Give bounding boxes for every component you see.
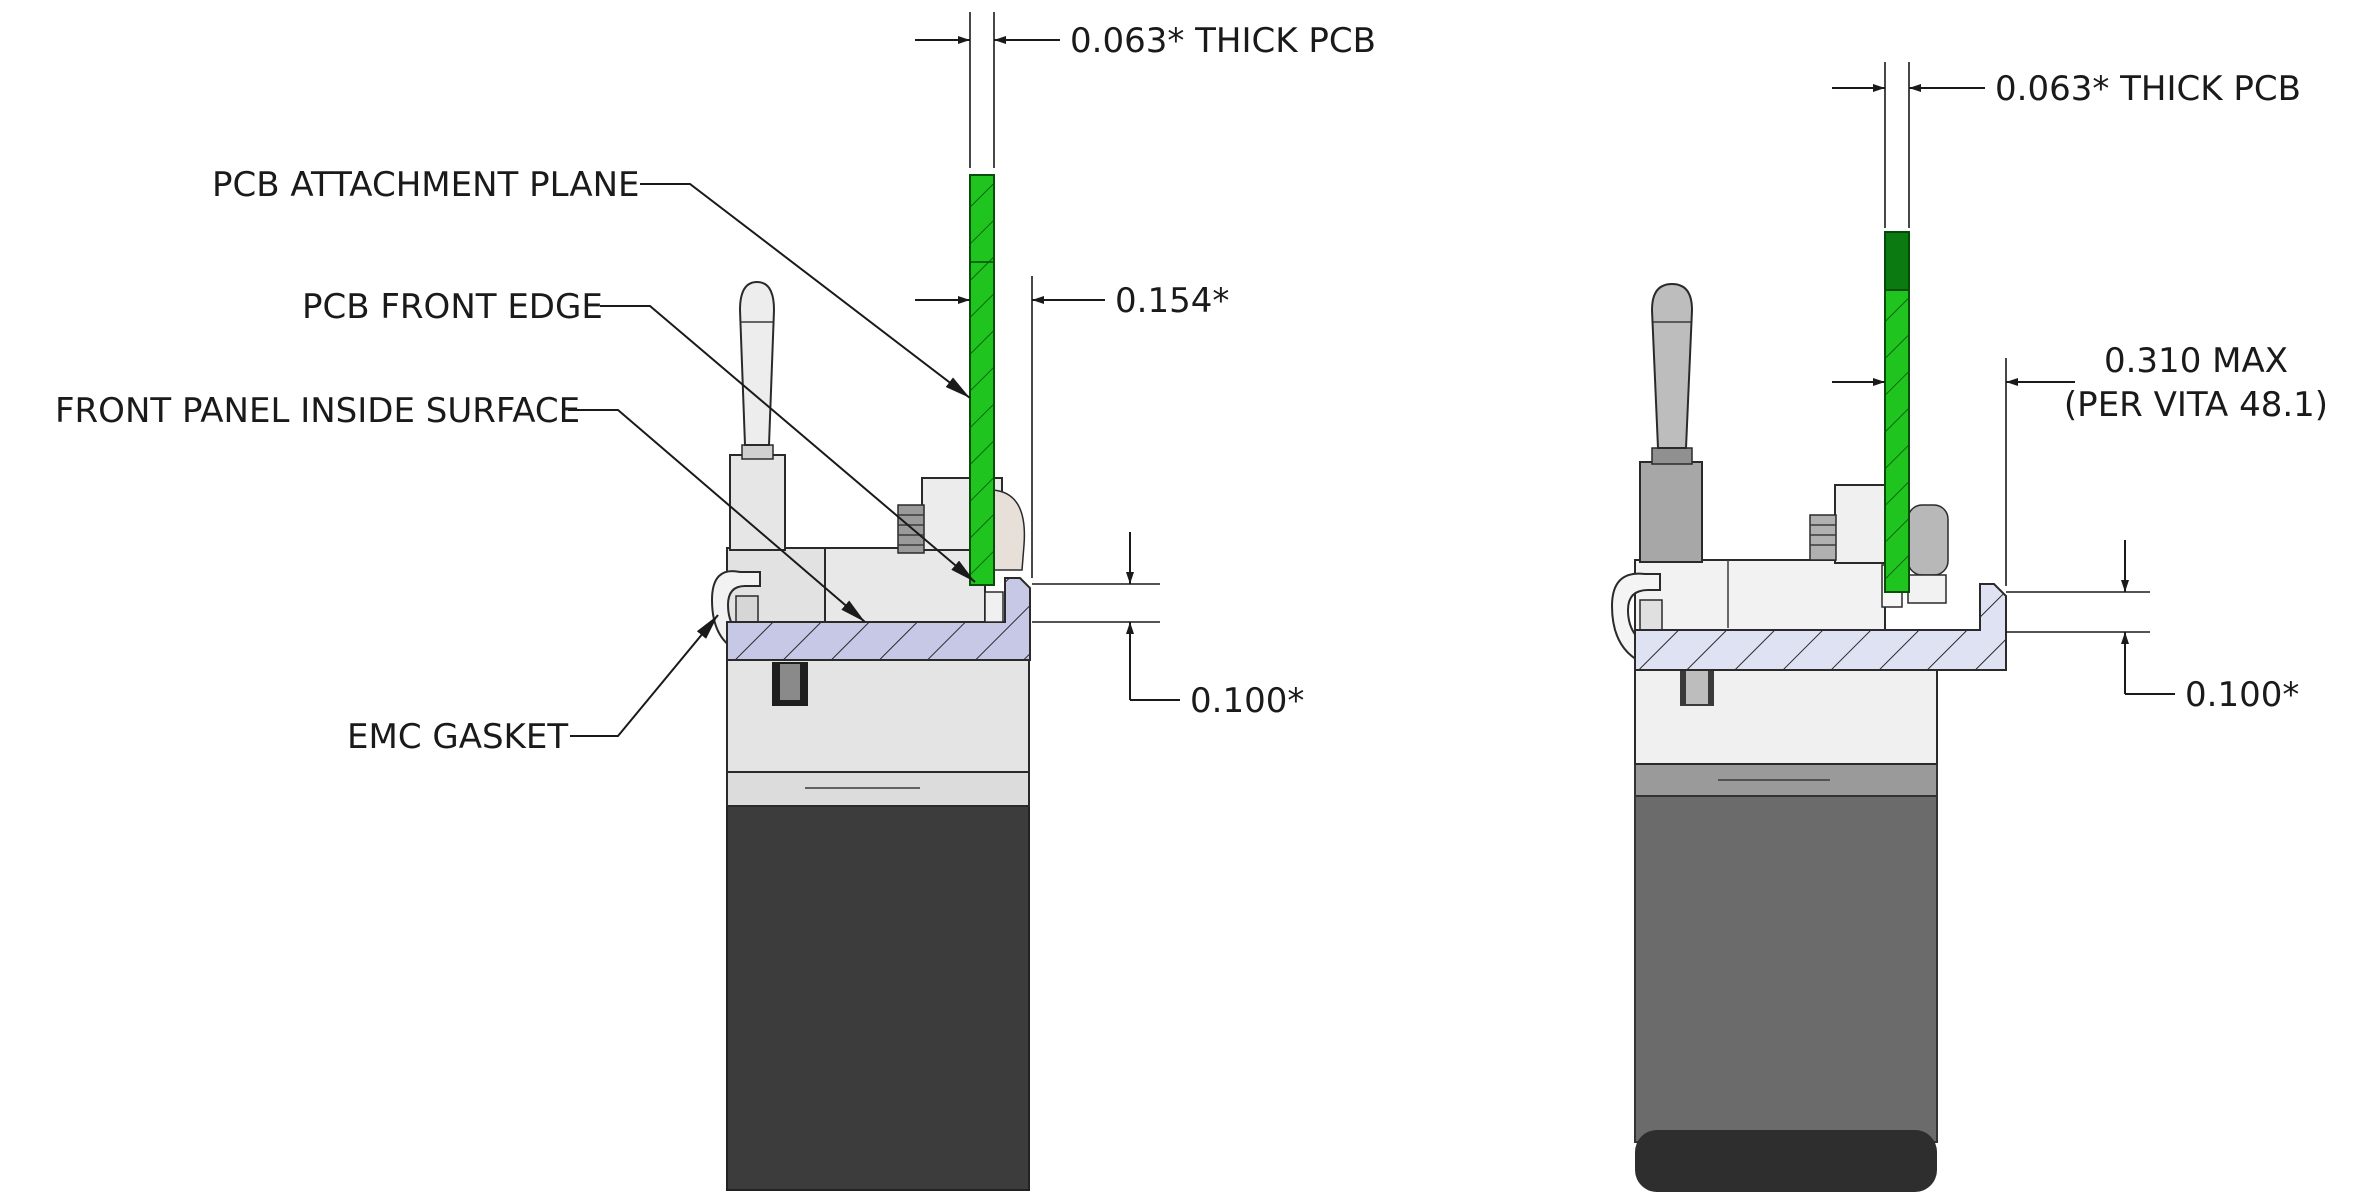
- right-dim-max-line2: (PER VITA 48.1): [2064, 385, 2328, 425]
- right-handle-foot: [1635, 1130, 1937, 1192]
- right-guide-pin: [1650, 282, 1694, 449]
- left-label-panel-inside: FRONT PANEL INSIDE SURFACE: [55, 391, 580, 431]
- left-view-dimensions: 0.063* THICK PCB 0.154* PCB ATTACHMENT P…: [55, 12, 1376, 757]
- right-view-dimensions: 0.063* THICK PCB 0.310 MAX (PER VITA 48.…: [1832, 62, 2328, 715]
- right-screw-cap: [1907, 504, 1949, 576]
- right-guide-pin-base: [1639, 461, 1703, 563]
- left-screw-cap: [991, 489, 1026, 571]
- left-guide-pin-base: [729, 454, 786, 551]
- left-label-attachment-plane: PCB ATTACHMENT PLANE: [212, 165, 640, 205]
- left-knurled-screw-icon: [897, 504, 925, 554]
- right-dim-panel-thickness: 0.100*: [2185, 675, 2299, 715]
- right-view-assembly: [1610, 231, 2007, 1192]
- right-handle-lower-body: [1634, 791, 1938, 1143]
- right-dim-max-line1: 0.310 MAX: [2104, 341, 2288, 381]
- left-dim-pcb-thickness: 0.063* THICK PCB: [1070, 21, 1376, 61]
- right-knurled-screw-icon: [1809, 514, 1837, 561]
- left-dim-panel-thickness: 0.100*: [1190, 681, 1304, 721]
- right-dim-pcb-thickness: 0.063* THICK PCB: [1995, 69, 2301, 109]
- left-dim-attachment-offset: 0.154*: [1115, 281, 1229, 321]
- left-handle-lower-body: [726, 799, 1030, 1191]
- left-view-assembly: [710, 174, 1031, 1191]
- left-extractor-block: [819, 547, 986, 629]
- right-pcb-top: [1884, 231, 1910, 291]
- left-label-front-edge: PCB FRONT EDGE: [302, 287, 603, 327]
- right-extractor-block: [1634, 559, 1886, 631]
- left-label-gasket: EMC GASKET: [347, 717, 568, 757]
- right-latch-block: [1834, 484, 1886, 564]
- left-guide-pin: [738, 280, 776, 446]
